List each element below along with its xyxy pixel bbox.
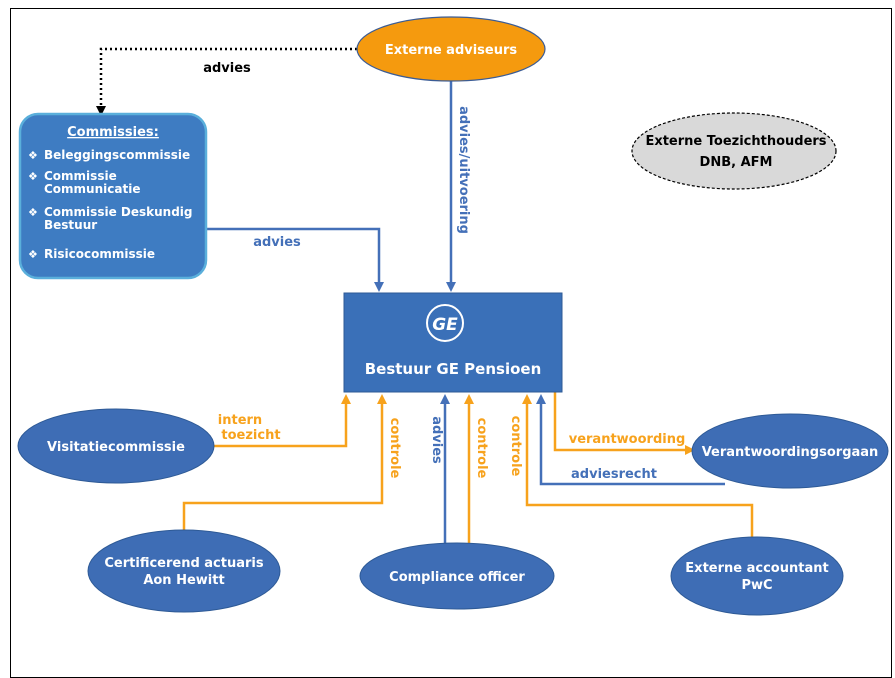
label-intern: intern xyxy=(218,413,262,428)
label-adviesrecht: adviesrecht xyxy=(571,467,657,482)
label-advies-uitvoering: advies/uitvoering xyxy=(456,106,471,234)
commissie-item-text: Commissie Deskundig xyxy=(44,205,193,219)
edge-controle-accountant xyxy=(522,394,754,540)
edge-verantwoording xyxy=(553,392,695,455)
label-advies-commissies: advies xyxy=(253,235,301,250)
label-advies-compliance: advies xyxy=(429,416,444,464)
node-externe-accountant: Externe accountant PwC xyxy=(670,536,844,616)
edge-controle-actuaris xyxy=(182,394,387,531)
bestuur-title: Bestuur GE Pensioen xyxy=(365,360,542,378)
actuaris-label-line1: Certificerend actuaris xyxy=(104,556,263,571)
externe-adviseurs-label: Externe adviseurs xyxy=(385,43,518,58)
toezicht-label-line2: DNB, AFM xyxy=(700,155,773,170)
commissie-item-text: Beleggingscommissie xyxy=(44,148,190,162)
label-verantwoording: verantwoording xyxy=(569,432,686,447)
visitatie-label: Visitatiecommissie xyxy=(47,440,185,455)
label-controle-compliance: controle xyxy=(474,418,489,479)
label-toezicht: toezicht xyxy=(221,428,280,443)
commissie-bullet-icon: ❖ xyxy=(28,149,38,162)
compliance-label: Compliance officer xyxy=(389,570,525,585)
commissie-item-text: Commissie xyxy=(44,169,117,183)
accountant-label-line2: PwC xyxy=(741,578,772,593)
commissies-title: Commissies: xyxy=(67,125,159,140)
node-certificerend-actuaris: Certificerend actuaris Aon Hewitt xyxy=(87,529,281,613)
commissie-bullet-icon: ❖ xyxy=(28,206,38,219)
edge-advies-commissies xyxy=(206,227,384,292)
commissie-item-text: Communicatie xyxy=(44,182,140,196)
commissies-list: ❖ Beleggingscommissie ❖ CommissieCommunicat… xyxy=(28,148,193,261)
node-compliance-officer: Compliance officer xyxy=(359,542,555,610)
edge-advies-dotted xyxy=(96,47,357,116)
label-controle-accountant: controle xyxy=(508,416,523,477)
edge-adviesrecht xyxy=(536,394,725,486)
node-visitatiecommissie: Visitatiecommissie xyxy=(17,408,215,484)
verantwoordingsorgaan-label: Verantwoordingsorgaan xyxy=(702,445,879,460)
node-verantwoordingsorgaan: Verantwoordingsorgaan xyxy=(691,413,889,489)
commissie-item-text: Risicocommissie xyxy=(44,247,155,261)
commissie-bullet-icon: ❖ xyxy=(28,170,38,183)
label-advies-dotted: advies xyxy=(203,61,251,76)
node-bestuur: GE Bestuur GE Pensioen xyxy=(343,292,563,393)
commissie-item-text: Bestuur xyxy=(44,218,97,232)
node-externe-adviseurs: Externe adviseurs xyxy=(356,16,546,82)
toezicht-label-line1: Externe Toezichthouders xyxy=(645,134,826,149)
edge-intern-toezicht xyxy=(213,394,351,448)
label-controle-actuaris: controle xyxy=(387,418,402,479)
actuaris-label-line2: Aon Hewitt xyxy=(143,573,224,588)
ge-logo-text: GE xyxy=(432,315,458,335)
ge-logo-icon xyxy=(426,304,464,342)
commissie-bullet-icon: ❖ xyxy=(28,248,38,261)
node-externe-toezichthouders: Externe Toezichthouders DNB, AFM xyxy=(631,112,837,190)
accountant-label-line1: Externe accountant xyxy=(685,561,828,576)
node-commissies: Commissies: ❖ Beleggingscommissie ❖ Commiss… xyxy=(18,112,208,280)
